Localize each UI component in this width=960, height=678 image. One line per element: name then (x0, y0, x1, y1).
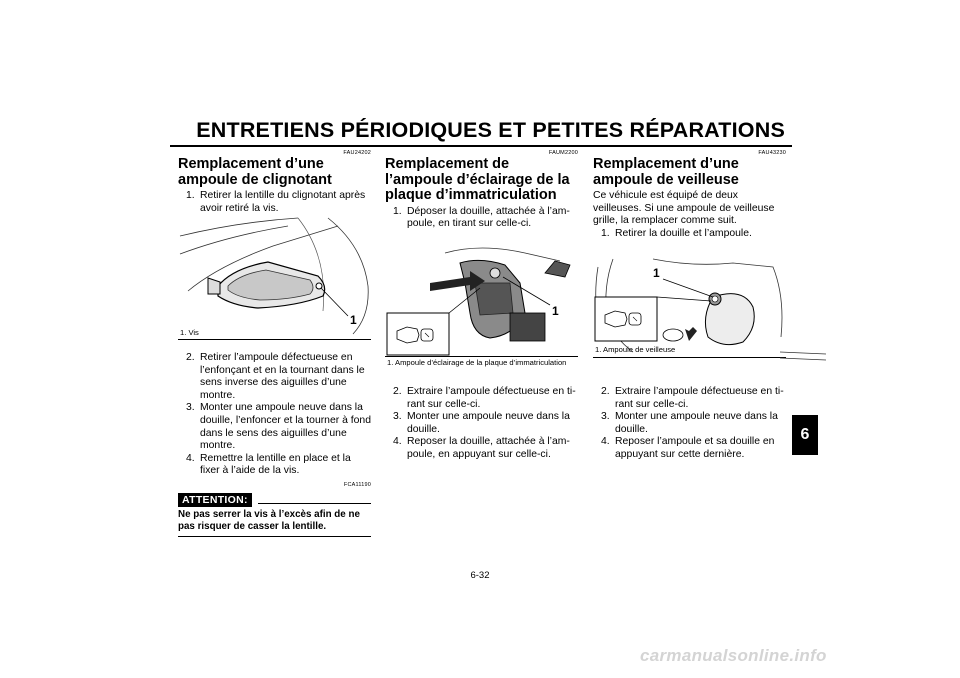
attention-header: ATTENTION: (178, 490, 371, 507)
figure-callout: 1 (653, 266, 660, 280)
attention-code: FCA11190 (343, 481, 371, 488)
step-item: 4. Remettre la lentille en place et la f… (178, 453, 371, 478)
watermark: carmanualsonline.info (640, 646, 827, 665)
figure-turn-signal: 1 1. Vis (178, 216, 371, 340)
step-item: 1. Retirer la douille et l’ampoule. (593, 228, 786, 241)
figure-caption: 1. Ampoule de veilleuse (595, 345, 676, 354)
section-code: FAU43230 (758, 150, 786, 156)
auxiliary-light-illustration: 1 (594, 258, 783, 353)
step-text: Retirer la douille et l’ampoule. (615, 227, 752, 239)
step-item: 1. Déposer la douille, attachée à l’am­p… (385, 206, 578, 231)
intro-text: Ce véhicule est équipé de deux veilleuse… (593, 190, 775, 227)
figure-callout: 1 (552, 304, 559, 318)
section-turn-signal: FAU24202 Remplacement d’une ampoule de c… (178, 150, 371, 215)
step-number: 2. (393, 386, 402, 397)
attention-label: ATTENTION: (178, 492, 252, 507)
chapter-tab: 6 (792, 415, 818, 455)
step-text: Monter une ampoule neuve dans la douille… (615, 411, 778, 435)
steps-auxiliary-light: 2. Extraire l’ampoule défectueuse en ti­… (593, 386, 786, 462)
step-text: Retirer l’ampoule défectueuse en l’en­fo… (200, 352, 365, 401)
page-edge-illustration (779, 351, 827, 361)
section-code: FAUM2200 (548, 150, 578, 156)
step-number: 3. (186, 402, 195, 414)
step-text: Retirer la lentille du clignotant après … (200, 190, 366, 214)
figure-caption: 1. Vis (180, 328, 199, 337)
step-text: Remettre la lentille en place et la fixe… (200, 452, 351, 477)
step-number: 4. (601, 436, 610, 448)
step-number: 1. (601, 227, 610, 239)
step-number: 1. (186, 190, 195, 201)
step-text: Extraire l’ampoule défectueuse en ti­ran… (407, 386, 576, 410)
turn-signal-illustration: 1 (179, 217, 369, 335)
step-item: 4. Reposer la douille, attachée à l’am­p… (385, 436, 578, 461)
steps-license-plate-light: 2. Extraire l’ampoule défectueuse en ti­… (385, 386, 578, 462)
step-item: 2. Retirer l’ampoule défectueuse en l’en… (178, 352, 371, 402)
section-license-plate-light: FAUM2200 Remplacement de l’ampoule d’écl… (385, 150, 578, 231)
section-title: Remplacement de l’ampoule d’éclairage de… (385, 156, 570, 203)
step-text: Reposer l’ampoule et sa douille en ap­pu… (615, 436, 775, 460)
step-text: Monter une ampoule neuve dans la douille… (200, 402, 371, 452)
section-code: FAU24202 (343, 150, 371, 156)
section-title: Remplacement d’une ampoule de veilleuse (593, 156, 739, 188)
attention-text: Ne pas serrer la vis à l’excès afin de n… (178, 508, 360, 533)
license-plate-illustration: 1 (386, 247, 571, 356)
step-text: Déposer la douille, attachée à l’am­poul… (407, 205, 570, 230)
section-auxiliary-light: FAU43230 Remplacement d’une ampoule de v… (593, 150, 786, 240)
figure-auxiliary-light: 1 1. Ampoule de veilleuse (593, 257, 786, 358)
step-text: Extraire l’ampoule défectueuse en ti­ran… (615, 386, 784, 410)
step-number: 4. (186, 452, 195, 464)
page-number: 6-32 (470, 570, 490, 581)
step-number: 2. (186, 352, 195, 363)
step-number: 1. (393, 205, 402, 217)
step-text: Reposer la douille, attachée à l’am­poul… (407, 436, 570, 460)
step-number: 4. (393, 436, 402, 448)
step-item: 2. Extraire l’ampoule défectueuse en ti­… (385, 386, 578, 411)
step-number: 3. (601, 411, 610, 423)
step-number: 2. (601, 386, 610, 397)
step-item: 2. Extraire l’ampoule défectueuse en ti­… (593, 386, 786, 411)
figure-callout: 1 (350, 313, 357, 327)
step-item: 3. Monter une ampoule neuve dans la doui… (178, 402, 371, 452)
step-item: 3. Monter une ampoule neuve dans la doui… (593, 411, 786, 436)
step-item: 3. Monter une ampoule neuve dans la doui… (385, 411, 578, 436)
step-item: 1. Retirer la lentille du clignotant apr… (178, 190, 371, 215)
figure-license-plate-light: 1 (385, 243, 578, 357)
attention-bottom-rule (178, 535, 371, 537)
step-text: Monter une ampoule neuve dans la douille… (407, 411, 570, 435)
page-header-title: ENTRETIENS PÉRIODIQUES ET PETITES RÉPARA… (196, 118, 785, 142)
steps-turn-signal: 2. Retirer l’ampoule défectueuse en l’en… (178, 352, 371, 537)
step-number: 3. (393, 411, 402, 423)
header-rule (170, 145, 792, 147)
step-item: 4. Reposer l’ampoule et sa douille en ap… (593, 436, 786, 461)
section-title: Remplacement d’une ampoule de clignotant (178, 156, 332, 188)
attention-rule (258, 502, 371, 504)
figure-caption: 1. Ampoule d’éclairage de la plaque d’im… (387, 358, 567, 367)
